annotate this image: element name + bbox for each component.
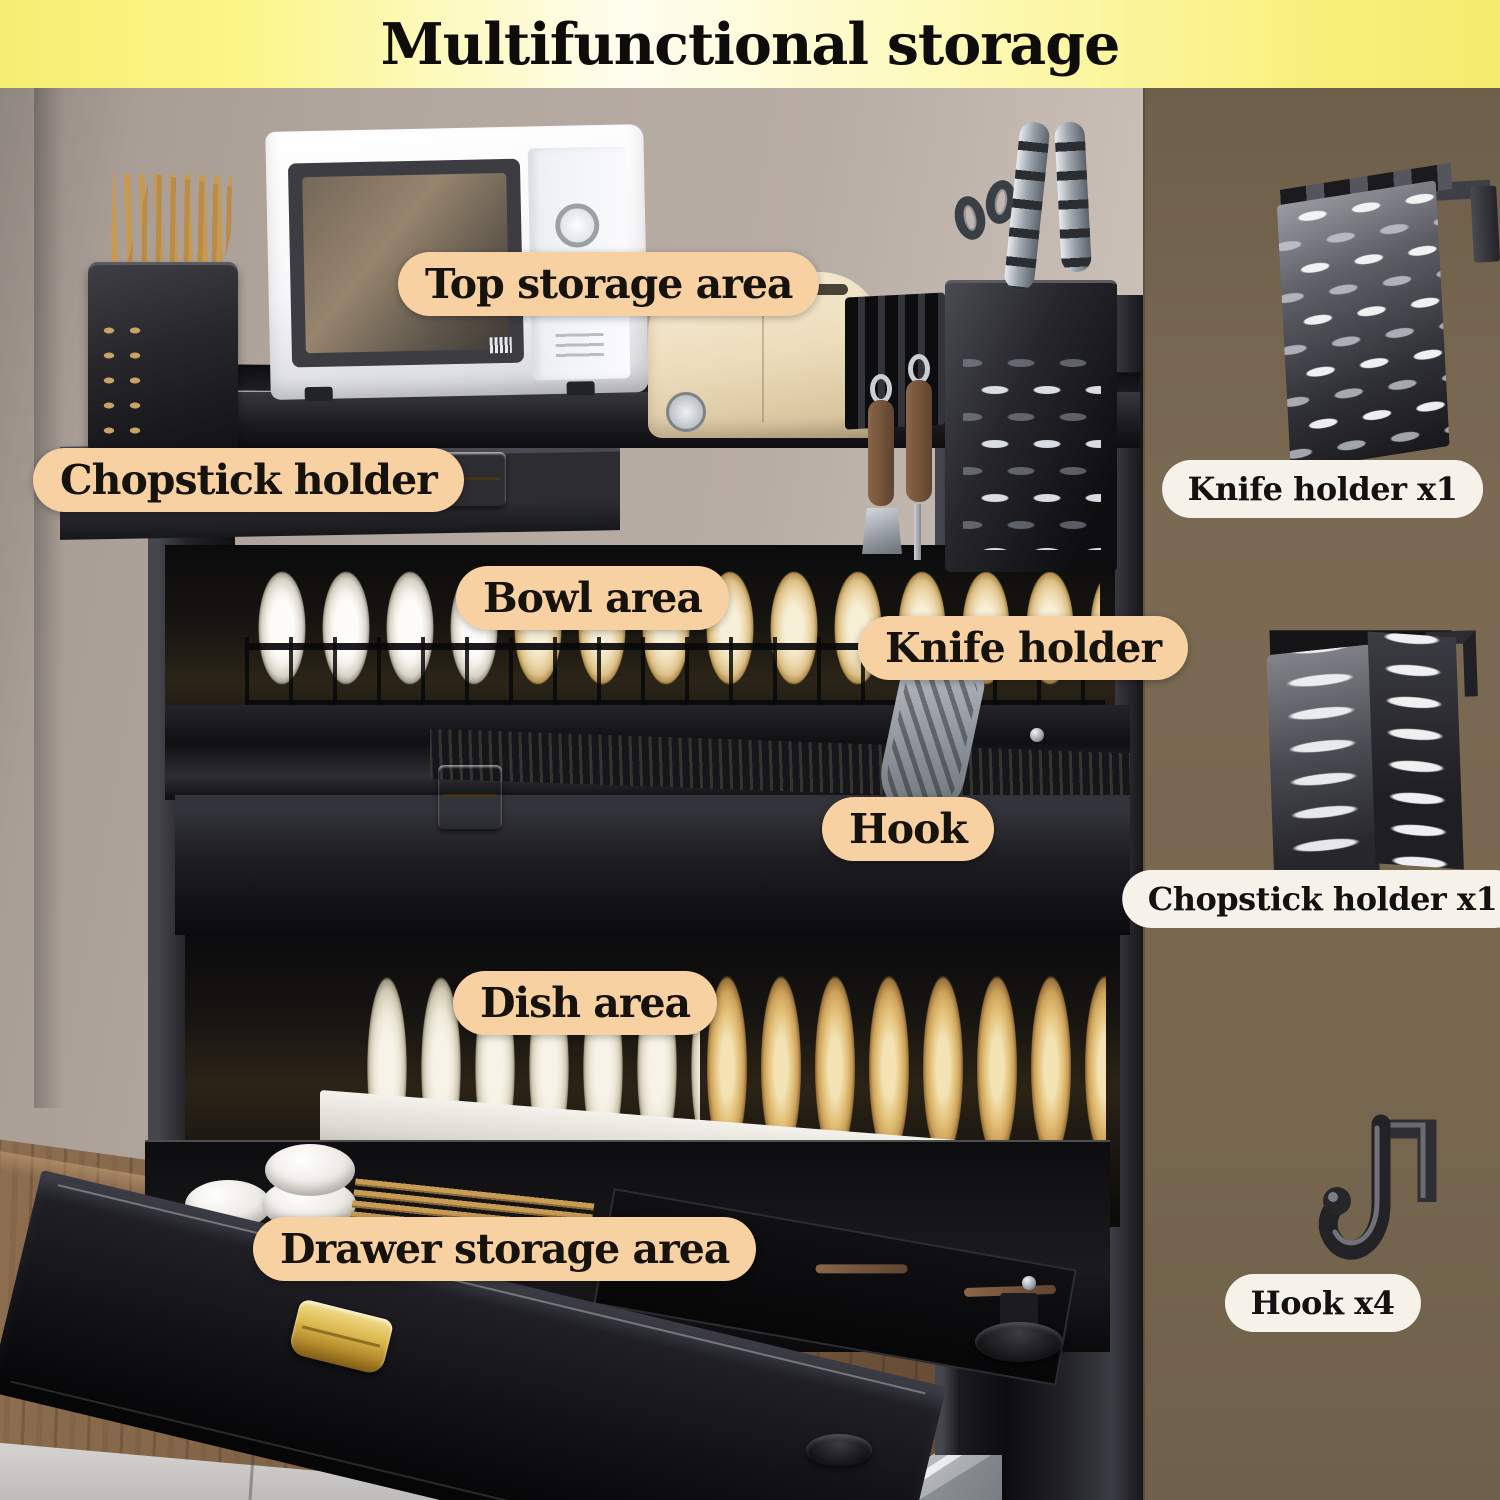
utensil (815, 1264, 908, 1274)
drawer-bowl-stack (265, 1144, 355, 1196)
peeler-handle (868, 400, 894, 506)
microwave-foot (304, 386, 333, 402)
toaster-dial (666, 392, 706, 432)
scissors (950, 193, 990, 243)
screw (1022, 1276, 1036, 1290)
banner: Multifunctional storage (0, 0, 1500, 88)
over-door-hook-icon (1318, 1114, 1437, 1260)
callout-hook: Hook (822, 797, 994, 861)
kitchen-scene-photo (0, 88, 1143, 1500)
callout-chopstick-holder: Chopstick holder (33, 448, 464, 512)
rack-adjustable-foot (806, 1434, 872, 1466)
chopstick-holder-mounted (88, 262, 238, 455)
knife-holder-mounted (945, 280, 1117, 572)
microwave-dial (554, 203, 600, 248)
chopstick-holder-holes (96, 318, 148, 446)
sharpener-rod (914, 504, 921, 560)
callout-knife-holder: Knife holder (858, 616, 1189, 680)
callout-drawer-storage-area: Drawer storage area (253, 1217, 757, 1281)
chopstick-holder-right-face (1367, 631, 1464, 870)
peeler-head (862, 508, 902, 554)
gold-latch-top (430, 452, 506, 506)
included-parts-panel: Knife holder x1 Chopstick holder x1 Hook… (1121, 88, 1500, 1500)
gold-latch-middle (438, 765, 502, 829)
callout-dish-area: Dish area (453, 971, 718, 1035)
screw (1030, 728, 1044, 742)
drain-mat (430, 728, 1130, 804)
knife-holder-slotted-face (1276, 180, 1450, 472)
knife-holder-slots (963, 355, 1101, 550)
banner-title: Multifunctional storage (380, 10, 1121, 78)
chopstick-holder-count-label: Chopstick holder x1 (1121, 870, 1500, 928)
microwave-logo (489, 336, 512, 354)
knife-holder-figure (1270, 162, 1500, 472)
rack-adjustable-foot (975, 1322, 1063, 1362)
knife (1054, 121, 1092, 273)
callout-bowl-area: Bowl area (456, 566, 729, 630)
wall-corner-shadow (34, 88, 64, 1108)
middle-shelf-band (165, 705, 1130, 804)
hook-figure (1285, 1104, 1445, 1294)
toaster-seam (762, 302, 764, 422)
knife-holder-count-label: Knife holder x1 (1161, 460, 1484, 518)
chopstick-holder-left-face (1266, 644, 1381, 892)
microwave-buttons (555, 332, 605, 360)
microwave-foot (566, 381, 595, 396)
hook-count-label: Hook x4 (1224, 1274, 1421, 1332)
sharpener-handle (906, 380, 932, 502)
callout-top-storage-area: Top storage area (398, 252, 820, 316)
chopstick-holder-figure (1266, 630, 1478, 892)
knife-holder-hook-bracket (1470, 185, 1500, 263)
rack-foot-stem (1000, 1293, 1038, 1327)
